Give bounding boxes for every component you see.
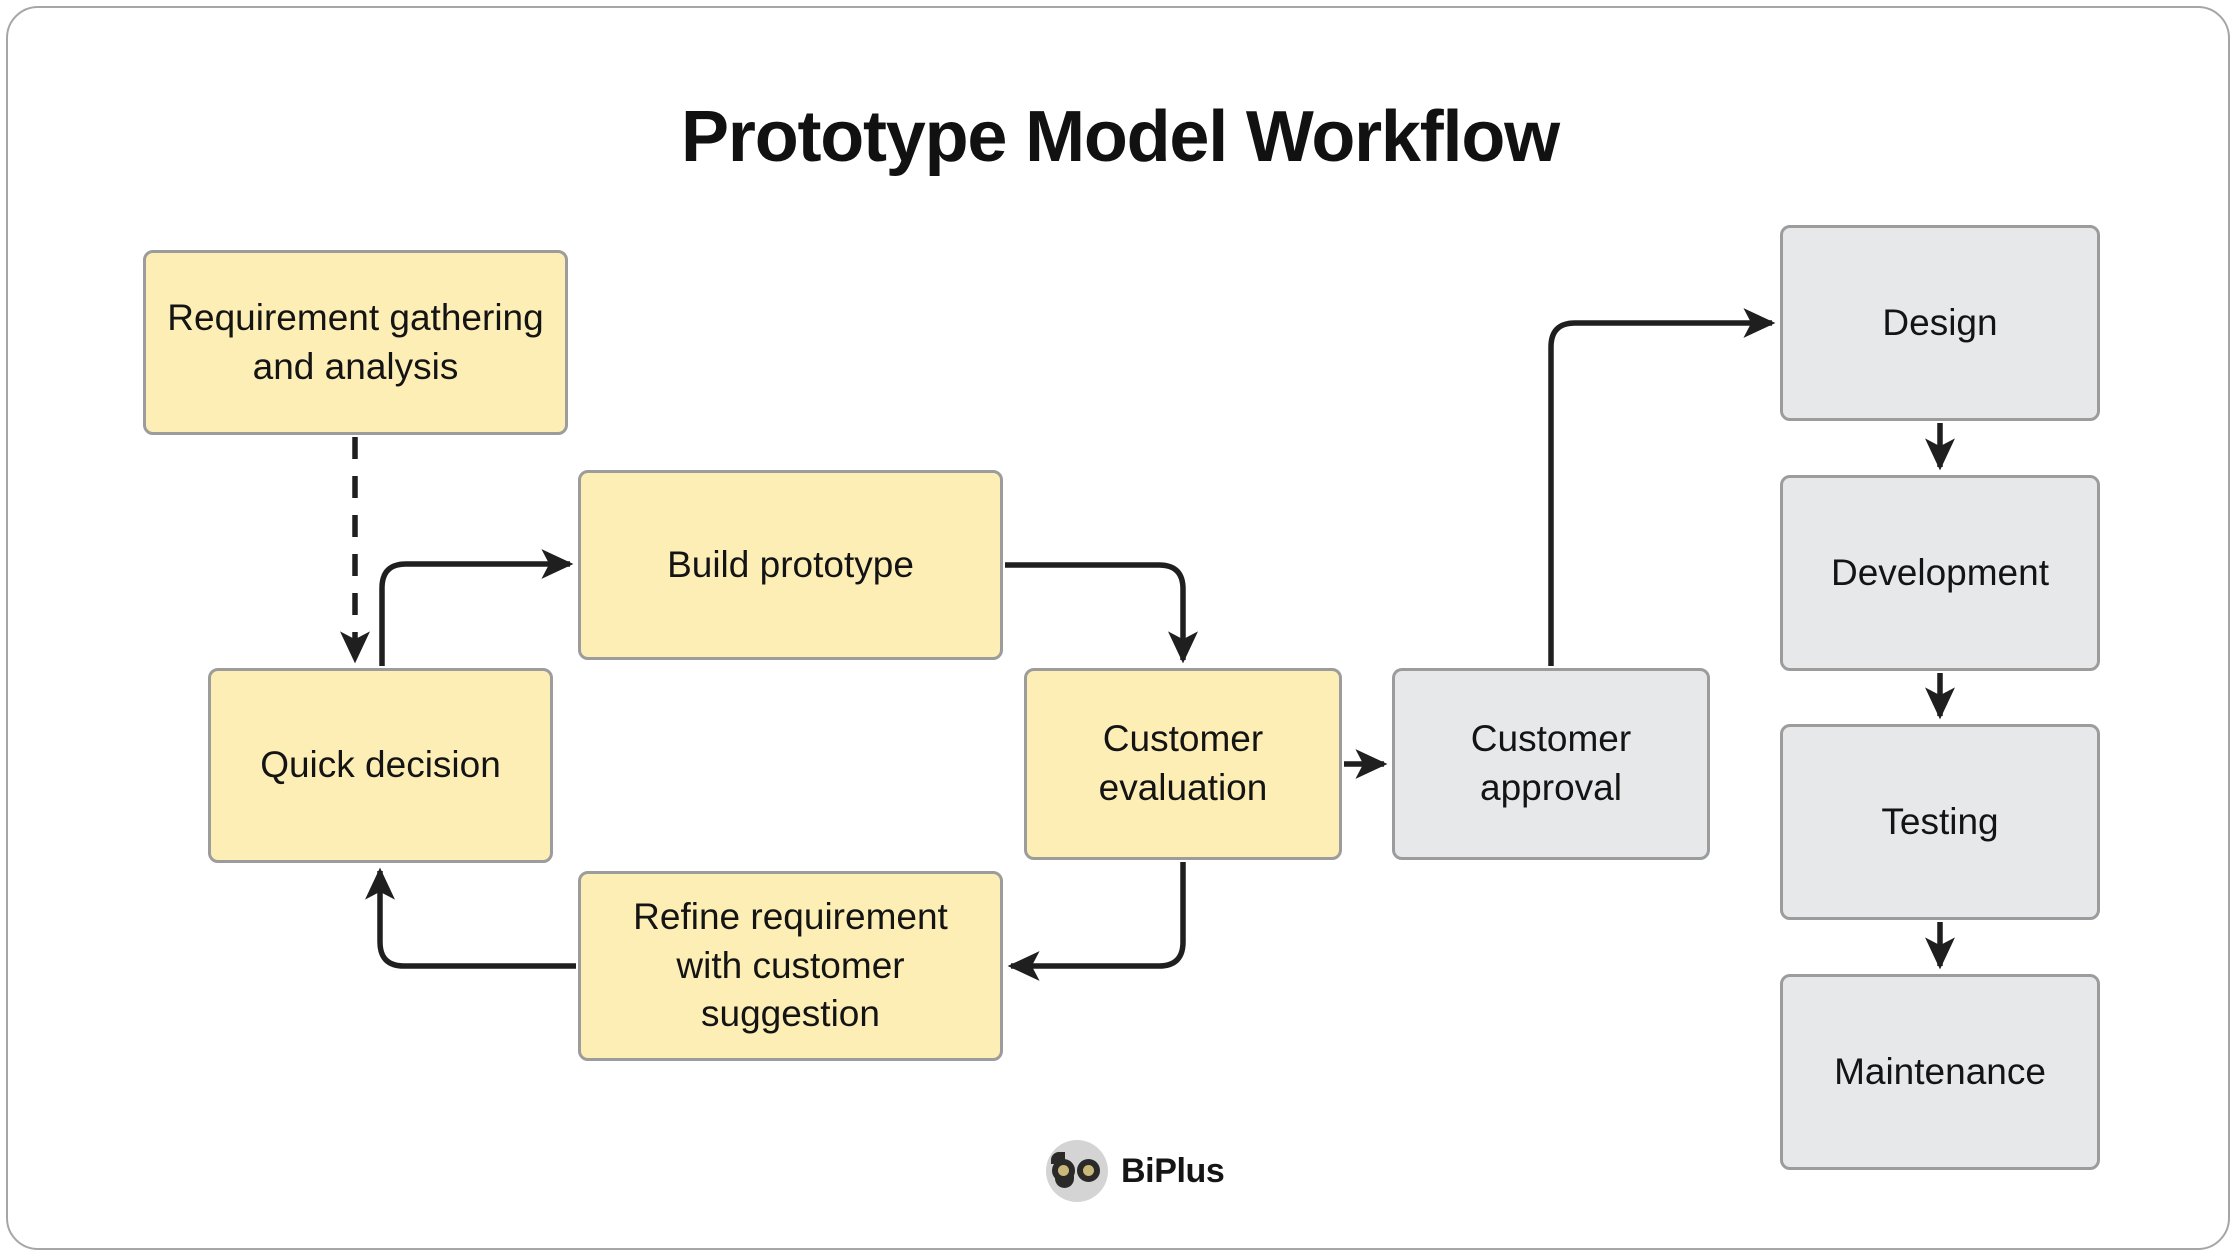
owl-bp-icon: [1046, 1140, 1108, 1202]
connector-build-to-evaluation: [1005, 562, 1199, 664]
connector-approval-to-design: [1548, 307, 1776, 666]
node-development-label: Development: [1830, 551, 2049, 593]
page-title: Prototype Model Workflow: [681, 97, 1560, 177]
node-testing-label: Testing: [1881, 800, 1999, 842]
connector-evaluation-to-refine: [1007, 862, 1186, 982]
node-maintenance-label: Maintenance: [1834, 1050, 2046, 1092]
brand-logo: BiPlus: [1046, 1134, 1266, 1208]
owl-eye-left-icon: [1052, 1159, 1075, 1182]
node-quick-decision-label: Quick decision: [260, 744, 501, 786]
node-maintenance[interactable]: Maintenance: [1780, 974, 2100, 1170]
node-design[interactable]: Design: [1780, 225, 2100, 421]
brand-name: BiPlus: [1121, 1151, 1225, 1190]
node-testing[interactable]: Testing: [1780, 724, 2100, 920]
node-design-label: Design: [1882, 301, 1998, 343]
connector-refine-to-quick: [364, 867, 576, 969]
node-build[interactable]: Build prototype: [578, 470, 1003, 660]
owl-eye-right-icon: [1077, 1159, 1100, 1182]
node-quick-decision[interactable]: Quick decision: [208, 668, 553, 863]
node-build-label: Build prototype: [667, 543, 914, 585]
node-development[interactable]: Development: [1780, 475, 2100, 671]
connector-quick-to-build: [379, 548, 574, 666]
